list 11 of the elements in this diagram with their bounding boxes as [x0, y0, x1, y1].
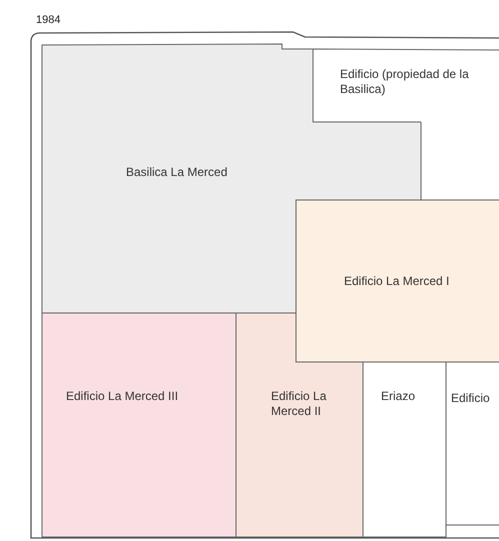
area-label: Edificio (propiedad de la Basilica)	[340, 67, 470, 97]
area-label: Basilica La Merced	[126, 165, 228, 180]
year-label: 1984	[36, 14, 60, 26]
area-label: Edificio	[451, 391, 490, 406]
building-area	[296, 200, 499, 362]
area-label: Edificio La Merced I	[344, 274, 450, 289]
area-label: Edificio La Merced III	[66, 389, 178, 404]
building-area	[42, 313, 236, 537]
area-label: Eriazo	[381, 389, 416, 404]
building-area	[313, 49, 499, 122]
area-label: Edificio La Merced II	[271, 389, 328, 419]
